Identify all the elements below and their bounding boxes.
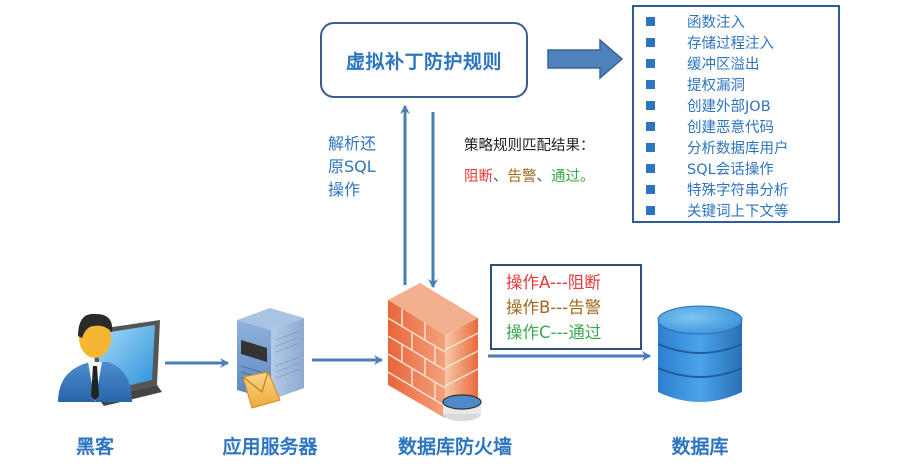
parse-label-line: 操作 <box>328 180 361 199</box>
rule-to-list-arrow <box>547 38 624 80</box>
operation-c-pass: 操作C---通过 <box>506 323 602 342</box>
square-bullet-icon <box>646 79 655 89</box>
rule-list-item-label: 创建恶意代码 <box>687 119 774 136</box>
virtual-patch-rule-box: 虚拟补丁防护规则 <box>320 22 528 98</box>
database-icon <box>657 305 743 402</box>
parse-sql-label: 解析还 原SQL 操作 <box>328 132 388 201</box>
square-bullet-icon <box>646 16 655 26</box>
parse-label-line: 原SQL <box>328 157 376 176</box>
rule-list-item-label: 函数注入 <box>687 14 745 31</box>
result-block: 阻断 <box>464 169 493 185</box>
app-server-label: 应用服务器 <box>222 436 318 458</box>
rule-list-item: 特殊字符串分析 <box>646 179 789 199</box>
square-bullet-icon <box>646 121 655 131</box>
operation-a-block: 操作A---阻断 <box>506 273 601 292</box>
result-separator: 、 <box>536 169 552 185</box>
result-separator: 、 <box>493 169 508 185</box>
database-label: 数据库 <box>671 436 729 458</box>
rule-list-box: 函数注入 存储过程注入 缓冲区溢出 提权漏洞 创建外部JOB 创建恶意代码 分析… <box>632 5 840 223</box>
result-pass: 通过。 <box>551 169 595 185</box>
operation-b-alert: 操作B---告警 <box>506 298 602 317</box>
policy-match-results: 阻断、告警、通过。 <box>464 165 595 186</box>
rule-list-item: 关键词上下文等 <box>646 200 789 220</box>
square-bullet-icon <box>646 100 655 110</box>
rule-list-item: 缓冲区溢出 <box>646 53 760 73</box>
square-bullet-icon <box>646 163 655 173</box>
server-mail-icon <box>237 308 304 409</box>
rule-box-title: 虚拟补丁防护规则 <box>345 50 502 73</box>
hacker-laptop-icon <box>58 313 162 406</box>
rule-list-item-label: 创建外部JOB <box>687 98 771 115</box>
rule-list-item: SQL会话操作 <box>646 158 774 178</box>
operations-box: 操作A---阻断 操作B---告警 操作C---通过 <box>490 264 642 350</box>
policy-match-title: 策略规则匹配结果： <box>464 138 595 154</box>
hacker-label: 黑客 <box>75 436 114 458</box>
parse-label-line: 解析还 <box>328 134 377 153</box>
rule-list-item-label: SQL会话操作 <box>687 161 774 178</box>
rule-list-item-label: 缓冲区溢出 <box>687 56 760 73</box>
square-bullet-icon <box>646 142 655 152</box>
square-bullet-icon <box>646 205 655 215</box>
rule-list-item-label: 分析数据库用户 <box>687 140 789 157</box>
rule-list-item-label: 特殊字符串分析 <box>687 182 789 199</box>
rule-list-item: 分析数据库用户 <box>646 137 789 157</box>
rule-list-item: 函数注入 <box>646 11 745 31</box>
square-bullet-icon <box>646 37 655 47</box>
rule-list-item-label: 关键词上下文等 <box>687 203 789 220</box>
square-bullet-icon <box>646 58 655 68</box>
square-bullet-icon <box>646 184 655 194</box>
rule-list-item: 存储过程注入 <box>646 32 774 52</box>
rule-list-item: 创建恶意代码 <box>646 116 774 136</box>
rule-list-item-label: 提权漏洞 <box>687 77 745 94</box>
db-firewall-label: 数据库防火墙 <box>397 436 512 458</box>
firewall-icon <box>387 283 482 421</box>
rule-list-item: 提权漏洞 <box>646 74 745 94</box>
rule-list-item-label: 存储过程注入 <box>687 35 774 52</box>
rule-list-item: 创建外部JOB <box>646 95 771 115</box>
result-alert: 告警 <box>507 169 537 185</box>
